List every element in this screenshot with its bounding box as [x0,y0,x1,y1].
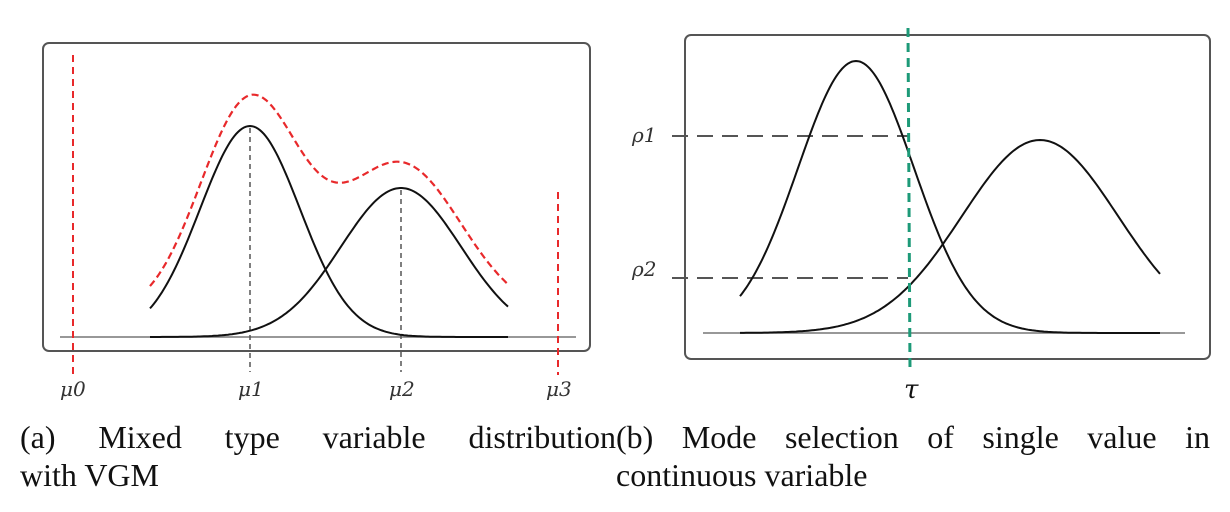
gaussian-mode-2 [740,138,1161,334]
mu2-label: μ2 [389,377,415,401]
caption-b: (b) Mode selection of single value in co… [616,418,1210,494]
gaussian-component-1 [149,124,508,338]
mu3-label: μ3 [546,377,572,401]
panel-a: μ0 μ1 μ2 μ3 [42,42,591,401]
mixture-curve [149,93,509,287]
rho2-label: ρ2 [631,257,656,281]
caption-a: (a) Mixed type variable distribution wit… [20,418,616,494]
tau-label: τ [904,375,919,405]
caption-a-line1: (a) Mixed type variable distribution [20,419,616,455]
panel-b-frame [684,34,1211,360]
tau-marker-line [906,27,912,371]
rho1-label: ρ1 [631,123,656,147]
caption-a-line2: with VGM [20,457,159,493]
gaussian-component-2 [150,187,509,338]
panel-a-frame [42,42,591,352]
caption-b-line2: continuous variable [616,457,868,493]
caption-b-line1: (b) Mode selection of single value in [616,419,1210,455]
mu0-label: μ0 [60,377,86,401]
panel-b: ρ1 ρ2 τ [631,27,1211,405]
mu1-label: μ1 [238,377,264,401]
gaussian-mode-1 [739,59,1160,334]
